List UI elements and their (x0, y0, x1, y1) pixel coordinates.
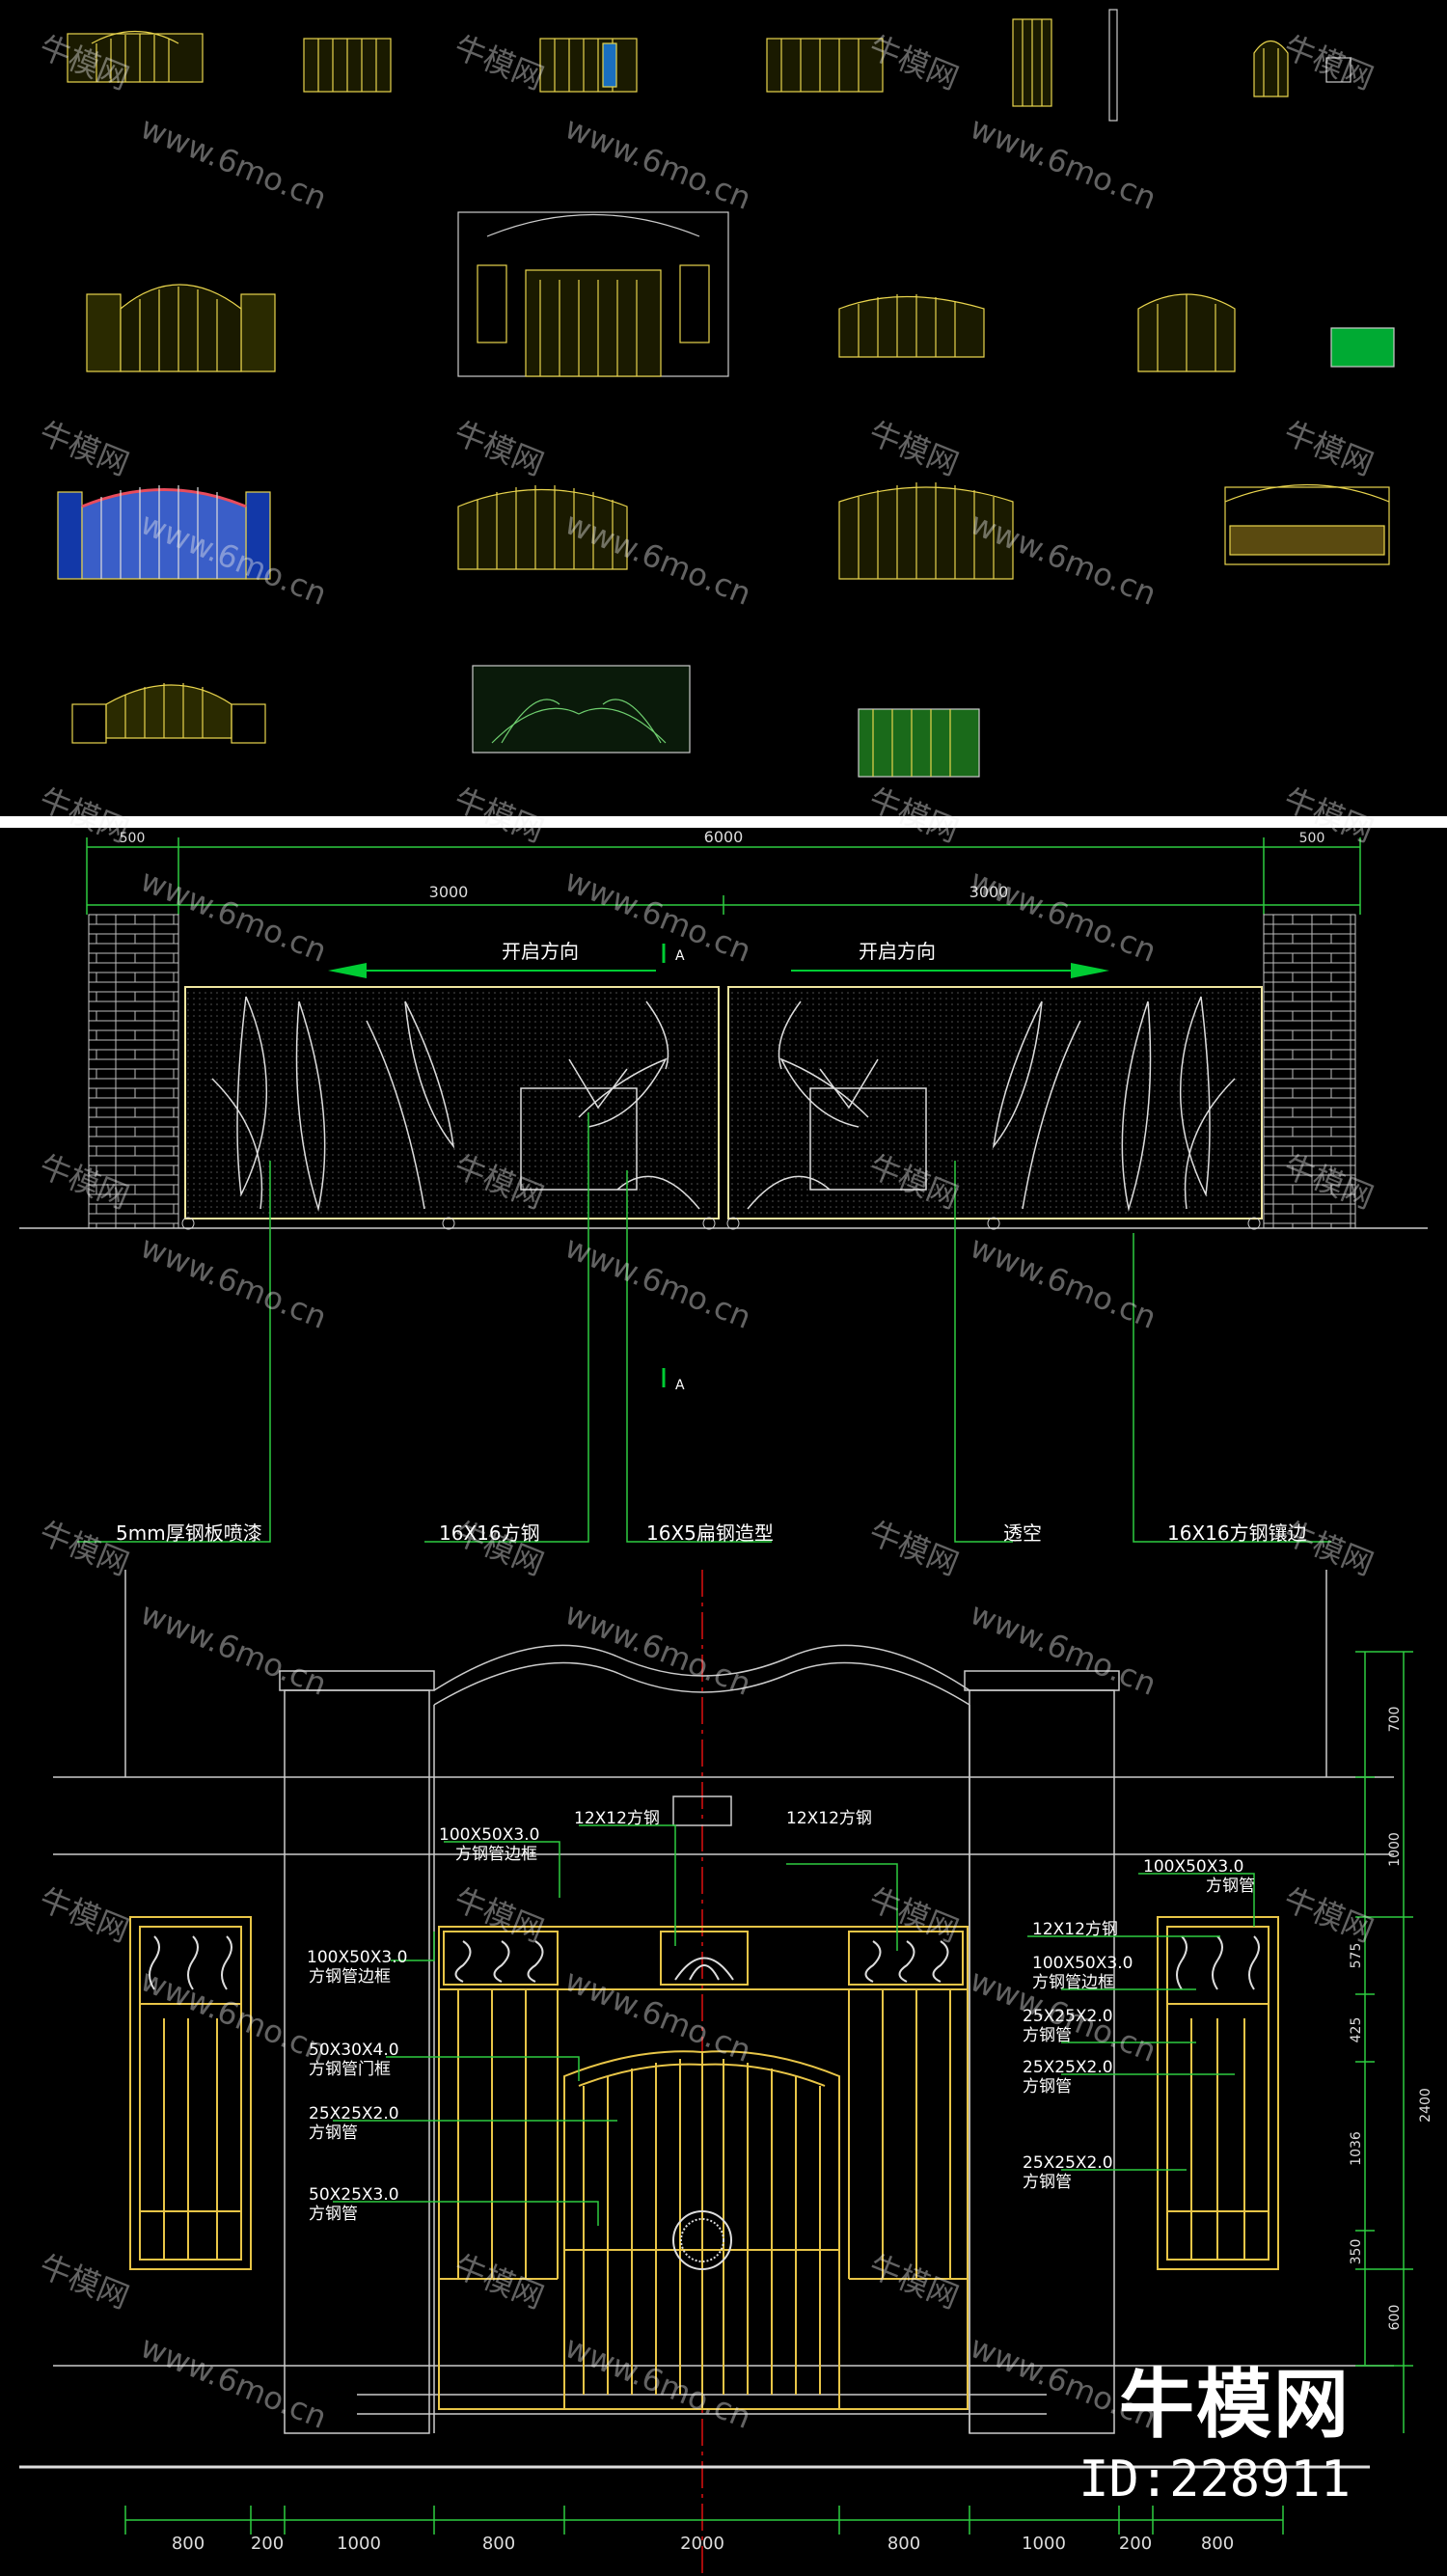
gate-leaves (184, 986, 1263, 1219)
thumb-gate-4 (766, 38, 884, 93)
dim-right-leaf: 3000 (969, 883, 1009, 901)
label-tube-b-2: 方钢管 (309, 2205, 358, 2224)
dim-right-pier: 500 (1299, 831, 1325, 846)
thumb-gate-17 (858, 708, 980, 778)
label-square-steel-b: 12X12方钢 (786, 1809, 872, 1828)
thumb-gate-15 (71, 683, 266, 744)
callout-square-steel: 16X16方钢 (439, 1521, 540, 1545)
thumb-gate-1 (67, 30, 204, 83)
label-tube-b-1: 50X25X3.0 (309, 2185, 399, 2205)
dim-b-800a: 800 (172, 2534, 205, 2554)
open-direction-label-right: 开启方向 (859, 940, 936, 963)
bird-of-paradise-motif (211, 996, 1236, 1212)
dim-350: 350 (1349, 2239, 1364, 2265)
label-right-6a: 25X25X2.0 (1023, 2153, 1113, 2173)
dim-b-800d: 800 (1201, 2534, 1234, 2554)
dim-b-1000a: 1000 (337, 2534, 381, 2554)
left-brick-pier (88, 914, 179, 1229)
callout-flat-steel: 16X5扁钢造型 (646, 1521, 774, 1545)
thumb-gate-8 (457, 211, 729, 377)
label-frame-left-2: 方钢管边框 (309, 1967, 391, 1987)
dim-b-800c: 800 (887, 2534, 920, 2554)
dim-b-1000b: 1000 (1022, 2534, 1066, 2554)
label-tube-1: 25X25X2.0 (309, 2104, 399, 2124)
label-right-3a: 100X50X3.0 (1032, 1954, 1133, 1973)
elevation-drawing: 6000 500 3000 3000 500 开启方向 开启方向 (19, 828, 1428, 1545)
left-label-group: 100X50X3.0 方钢管边框 100X50X3.0 方钢管边框 50X30X… (307, 1825, 539, 2224)
dim-b-800b: 800 (482, 2534, 515, 2554)
thumb-gate-2 (303, 38, 392, 93)
dim-total: 6000 (704, 828, 744, 846)
overview-panel (0, 0, 1447, 815)
thumb-gate-9 (838, 294, 985, 358)
thumb-gate-11 (57, 485, 271, 580)
thumb-gate-3 (539, 38, 638, 93)
gate-wall-outline (19, 1570, 1394, 2469)
elevation-panel: 6000 500 3000 3000 500 开启方向 开启方向 (0, 828, 1447, 1561)
thumb-gate-5 (1012, 9, 1118, 122)
thumb-gate-6 (1253, 40, 1351, 97)
callout-steel-plate: 5mm厚钢板喷漆 (116, 1521, 262, 1545)
label-right-1a: 100X50X3.0 (1143, 1857, 1243, 1877)
open-direction-right (791, 963, 1109, 978)
dim-1036: 1036 (1349, 2131, 1364, 2166)
open-direction-left (328, 963, 656, 978)
thumb-gate-13 (838, 482, 1014, 580)
label-frame-left-1: 100X50X3.0 (307, 1948, 407, 1967)
label-square-steel-a: 12X12方钢 (574, 1809, 660, 1828)
label-right-5b: 方钢管 (1023, 2077, 1072, 2096)
label-frame-top-1: 100X50X3.0 (439, 1825, 539, 1845)
brand-logo-text: 牛模网 (1118, 2362, 1351, 2449)
label-frame-top-2: 方钢管边框 (455, 1845, 537, 1864)
label-right-2a: 12X12方钢 (1032, 1920, 1118, 1939)
top-label-group: 12X12方钢 12X12方钢 (574, 1809, 872, 1828)
label-right-3b: 方钢管边框 (1032, 1973, 1114, 1992)
dim-2400: 2400 (1418, 2088, 1433, 2123)
callout-edging: 16X16方钢镶边 (1167, 1521, 1307, 1545)
thumb-gate-12 (457, 485, 628, 570)
panel-separator (0, 816, 1447, 828)
thumb-gate-14 (1224, 483, 1390, 565)
right-label-group: 100X50X3.0 方钢管 12X12方钢 100X50X3.0 方钢管边框 … (1023, 1857, 1255, 2192)
dim-1000: 1000 (1387, 1832, 1403, 1867)
detail-drawing: 100X50X3.0 方钢管边框 100X50X3.0 方钢管边框 50X30X… (19, 1570, 1433, 2576)
brand-id: ID:228911 (1078, 2451, 1351, 2508)
section-mark-top: A (675, 948, 685, 964)
right-dimension-chain (1355, 1651, 1413, 2433)
thumb-gate-7 (86, 284, 276, 372)
label-right-1b: 方钢管 (1206, 1877, 1255, 1896)
label-tube-2: 方钢管 (309, 2124, 358, 2143)
dim-b-2000: 2000 (680, 2534, 724, 2554)
dim-left-pier: 500 (120, 831, 146, 846)
dim-b-200a: 200 (251, 2534, 284, 2554)
dim-600: 600 (1387, 2305, 1403, 2331)
detail-leaders (333, 1824, 1255, 2226)
label-right-4b: 方钢管 (1023, 2026, 1072, 2045)
open-direction-label-left: 开启方向 (502, 940, 579, 963)
overview-thumbnails (57, 9, 1395, 778)
dim-b-200b: 200 (1119, 2534, 1152, 2554)
bottom-dimension-chain (124, 2506, 1284, 2535)
dim-left-leaf: 3000 (429, 883, 469, 901)
gate-frames (129, 1916, 1279, 2410)
label-doorframe-2: 方钢管门框 (309, 2060, 391, 2079)
label-right-6b: 方钢管 (1023, 2173, 1072, 2192)
callout-leaders (77, 1112, 1331, 1543)
thumb-gate-16 (472, 665, 691, 754)
label-doorframe-1: 50X30X4.0 (309, 2041, 399, 2060)
section-mark-bottom: A (675, 1378, 685, 1393)
dim-425: 425 (1349, 2017, 1364, 2043)
right-dim-labels: 700 1000 575 425 1036 2400 350 600 (1349, 1707, 1433, 2331)
label-right-4a: 25X25X2.0 (1023, 2007, 1113, 2026)
right-brick-pier (1263, 914, 1356, 1229)
dim-575: 575 (1349, 1943, 1364, 1969)
thumb-gate-10 (1137, 293, 1395, 372)
dim-700: 700 (1387, 1707, 1403, 1733)
bottom-dim-labels: 800 200 1000 800 2000 800 1000 200 800 (172, 2534, 1234, 2554)
label-right-5a: 25X25X2.0 (1023, 2058, 1113, 2077)
detail-panel: 100X50X3.0 方钢管边框 100X50X3.0 方钢管边框 50X30X… (0, 1565, 1447, 2576)
top-dimension-lines (86, 837, 1361, 915)
callout-open: 透空 (1003, 1521, 1042, 1545)
gate-wheels (181, 1217, 1261, 1230)
